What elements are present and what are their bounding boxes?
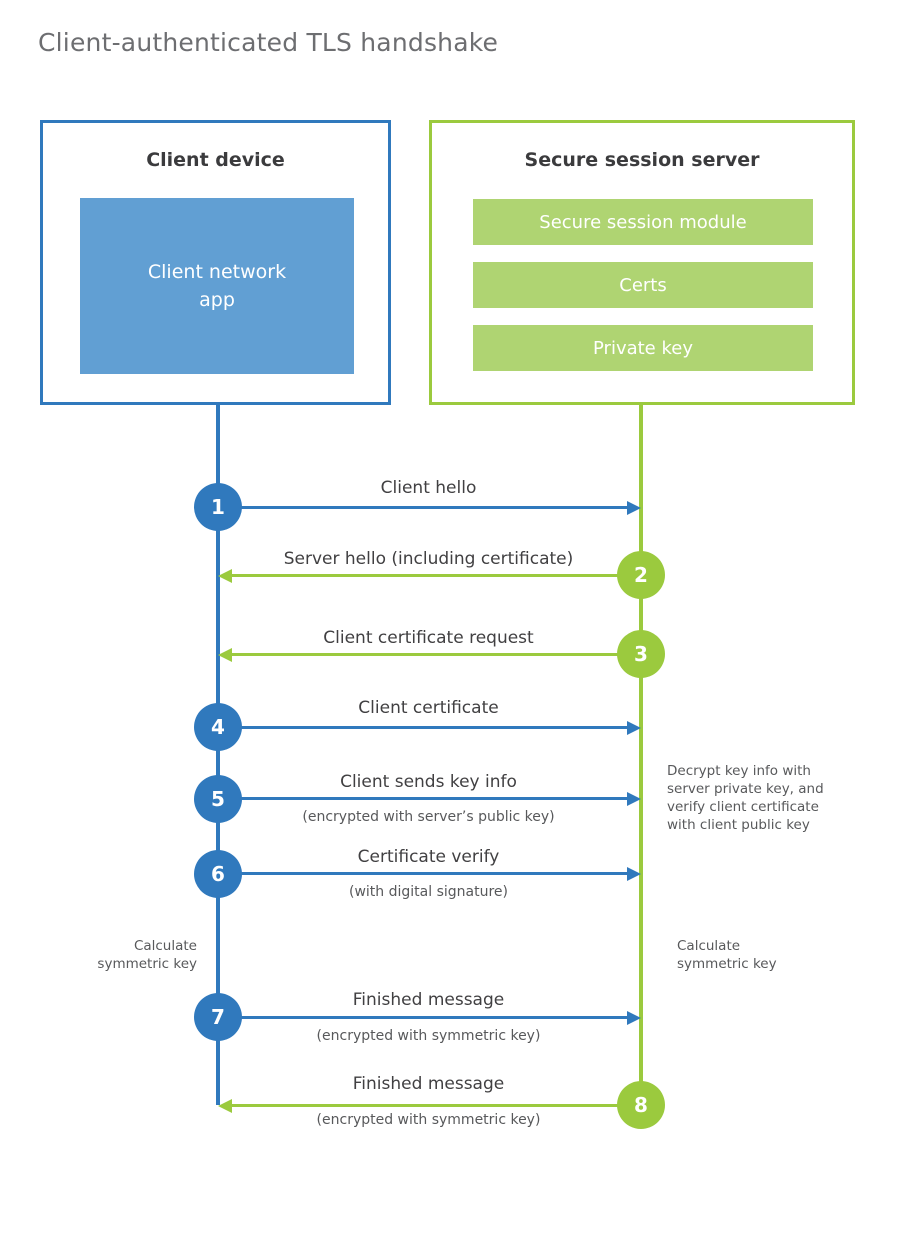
step-6-arrow-head-icon (627, 867, 641, 881)
step-5-sublabel: (encrypted with server’s public key) (302, 809, 555, 825)
step-2-arrow-head-icon (218, 569, 232, 583)
step-4-arrow-head-icon (627, 721, 641, 735)
step-1-arrow-line (218, 506, 627, 509)
step-5-label: Client sends key info (340, 772, 517, 792)
step-3-label: Client certificate request (323, 628, 534, 648)
secure-session-server-box: Secure session server Secure session mod… (429, 120, 855, 405)
step-3-arrow-head-icon (218, 648, 232, 662)
server-decrypt-note: Decrypt key info with server private key… (667, 762, 847, 834)
step-7-sublabel: (encrypted with symmetric key) (316, 1028, 541, 1044)
server-calc-note-line2: symmetric key (677, 956, 777, 972)
server-component-secure-session-module: Secure session module (473, 199, 813, 245)
step-8-arrow-line (232, 1104, 641, 1107)
client-network-app-label-line2: app (199, 289, 235, 311)
server-component-private-key: Private key (473, 325, 813, 371)
step-4-arrow-line (218, 726, 627, 729)
server-calculate-symmetric-key-note: Calculate symmetric key (677, 937, 857, 973)
step-7-arrow-line (218, 1016, 627, 1019)
step-1-badge: 1 (194, 483, 242, 531)
server-decrypt-note-line3: verify client certificate (667, 799, 819, 815)
server-decrypt-note-line4: with client public key (667, 817, 810, 833)
step-5-arrow-line (218, 797, 627, 800)
client-network-app-block: Client network app (80, 198, 354, 374)
step-5-arrow-head-icon (627, 792, 641, 806)
step-8-label: Finished message (352, 1074, 505, 1094)
step-7-badge: 7 (194, 993, 242, 1041)
step-8-sublabel: (encrypted with symmetric key) (316, 1112, 541, 1128)
server-component-certs: Certs (473, 262, 813, 308)
step-6-sublabel: (with digital signature) (349, 884, 508, 900)
secure-session-server-title: Secure session server (524, 149, 760, 171)
client-lifeline (216, 405, 220, 1105)
step-2-badge: 2 (617, 551, 665, 599)
server-lifeline (639, 405, 643, 1105)
step-7-label: Finished message (352, 990, 505, 1010)
step-4-badge: 4 (194, 703, 242, 751)
step-3-arrow-line (232, 653, 641, 656)
client-network-app-label-line1: Client network (147, 261, 287, 283)
step-7-arrow-head-icon (627, 1011, 641, 1025)
step-8-badge: 8 (617, 1081, 665, 1129)
client-device-title: Client device (146, 149, 285, 171)
step-6-badge: 6 (194, 850, 242, 898)
step-3-badge: 3 (617, 630, 665, 678)
step-8-arrow-head-icon (218, 1099, 232, 1113)
server-calc-note-line1: Calculate (677, 938, 741, 954)
server-decrypt-note-line1: Decrypt key info with (667, 763, 811, 779)
client-calc-note-line1: Calculate (133, 938, 197, 954)
step-6-arrow-line (218, 872, 627, 875)
step-4-label: Client certificate (358, 698, 499, 718)
step-6-label: Certificate verify (357, 847, 500, 867)
step-2-arrow-line (232, 574, 641, 577)
step-1-arrow-head-icon (627, 501, 641, 515)
step-1-label: Client hello (380, 478, 477, 498)
page-title: Client-authenticated TLS handshake (38, 28, 499, 57)
client-device-box: Client device Client network app (40, 120, 391, 405)
step-5-badge: 5 (194, 775, 242, 823)
client-calc-note-line2: symmetric key (97, 956, 197, 972)
server-decrypt-note-line2: server private key, and (667, 781, 824, 797)
step-2-label: Server hello (including certificate) (283, 549, 574, 569)
client-calculate-symmetric-key-note: Calculate symmetric key (37, 937, 197, 973)
